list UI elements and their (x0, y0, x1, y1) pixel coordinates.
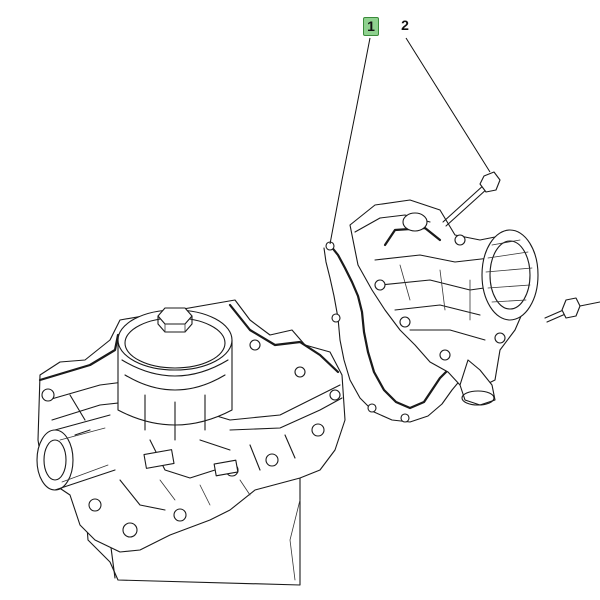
long-bolt (442, 171, 501, 227)
callout-label-1[interactable]: 1 (363, 17, 379, 36)
water-pump (349, 199, 539, 406)
short-bolt (544, 297, 600, 323)
gasket (323, 241, 473, 423)
callout-label-2: 2 (401, 17, 409, 33)
oil-filter-cap (117, 307, 233, 441)
oil-filter-housing (36, 299, 346, 553)
leader-lines (329, 37, 491, 245)
